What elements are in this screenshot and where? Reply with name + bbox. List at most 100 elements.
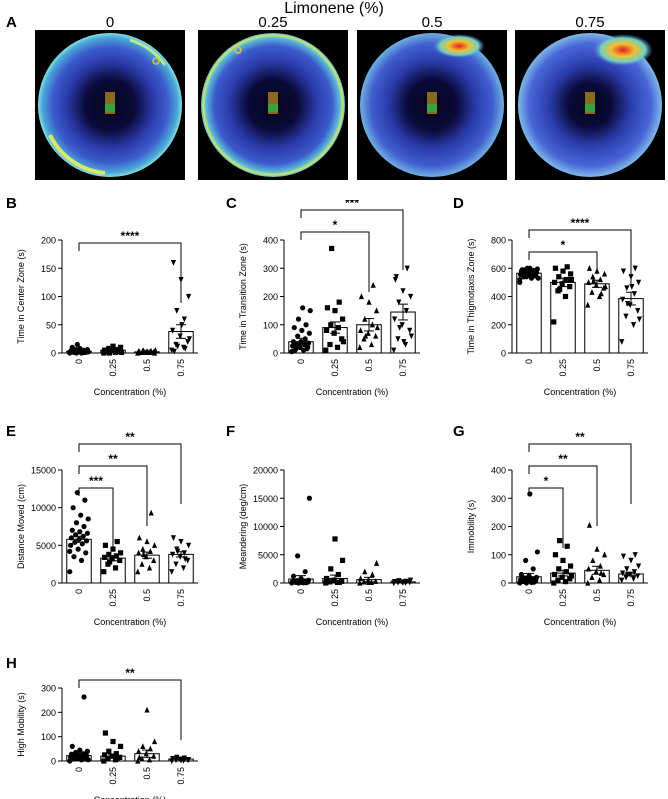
data-point	[401, 339, 407, 345]
data-point	[336, 579, 342, 586]
data-point	[77, 747, 83, 753]
data-point	[78, 557, 85, 563]
data-point	[182, 345, 188, 352]
data-point	[335, 571, 341, 578]
data-point	[366, 579, 372, 586]
data-point	[114, 348, 120, 354]
data-point	[357, 579, 363, 586]
data-point	[170, 535, 177, 541]
data-point	[146, 756, 153, 763]
data-point	[528, 269, 534, 276]
data-point	[396, 299, 402, 306]
data-point	[358, 293, 365, 300]
data-point	[567, 284, 573, 290]
x-tick-label: 0.75	[398, 359, 408, 377]
data-point	[586, 265, 593, 271]
data-point	[175, 343, 181, 350]
data-point	[552, 279, 558, 285]
data-point	[185, 293, 192, 300]
data-point	[339, 557, 346, 563]
data-point	[597, 562, 603, 569]
data-point	[552, 552, 559, 558]
x-tick-label: 0.75	[176, 359, 186, 377]
data-point	[112, 565, 119, 571]
significance-bracket	[528, 251, 598, 275]
data-point	[73, 520, 80, 526]
data-point	[69, 527, 75, 533]
data-point	[560, 557, 566, 563]
significance-bracket	[300, 231, 370, 292]
data-point	[295, 580, 302, 586]
significance-label: ****	[571, 216, 590, 230]
significance-label: *	[333, 218, 338, 232]
data-point	[101, 569, 107, 575]
data-point	[102, 730, 109, 736]
data-point	[519, 578, 525, 585]
data-point	[590, 557, 596, 563]
data-point	[186, 336, 192, 343]
data-point	[298, 575, 304, 582]
data-point	[298, 339, 304, 345]
data-point	[527, 491, 533, 497]
y-tick-label: 400	[491, 292, 506, 302]
y-tick-label: 300	[263, 264, 278, 274]
data-point	[303, 322, 309, 328]
y-tick-label: 100	[263, 320, 278, 330]
data-point	[374, 324, 380, 331]
data-point	[523, 580, 530, 586]
data-point	[620, 268, 627, 275]
data-point	[340, 339, 346, 345]
data-point	[586, 521, 593, 528]
data-point	[620, 553, 627, 560]
data-point	[144, 706, 150, 713]
y-tick-label: 0	[501, 579, 506, 589]
data-point	[102, 349, 109, 355]
data-point	[169, 569, 175, 575]
heatmap-025	[198, 30, 348, 180]
data-point	[396, 578, 402, 584]
data-point	[147, 745, 153, 752]
data-point	[148, 348, 154, 354]
data-point	[185, 757, 192, 763]
y-tick-label: 200	[491, 522, 506, 532]
data-point	[173, 561, 179, 568]
data-point	[589, 289, 595, 295]
x-tick-label: 0.5	[364, 359, 374, 372]
data-point	[407, 293, 414, 300]
y-tick-label: 0	[273, 349, 278, 359]
y-tick-label: 20000	[253, 466, 278, 476]
data-point	[290, 339, 297, 345]
data-point	[83, 538, 90, 544]
data-point	[113, 553, 119, 559]
x-tick-label: 0.5	[142, 767, 152, 780]
data-point	[151, 557, 157, 563]
data-point	[102, 542, 109, 548]
data-point	[585, 301, 591, 308]
data-point	[551, 319, 557, 325]
data-point	[73, 749, 79, 756]
data-point	[69, 743, 75, 749]
x-tick-label: 0	[74, 767, 84, 772]
data-point	[143, 553, 149, 560]
bar	[134, 554, 160, 584]
data-point	[291, 579, 297, 585]
data-point	[141, 551, 147, 557]
data-point	[177, 333, 183, 340]
significance-label: ****	[121, 229, 140, 243]
data-point	[328, 566, 334, 572]
data-point	[302, 336, 308, 342]
heatmap-075	[515, 30, 665, 180]
data-point	[114, 538, 120, 545]
data-point	[81, 523, 87, 530]
data-point	[295, 553, 301, 559]
data-point	[171, 348, 177, 355]
data-point	[107, 559, 113, 565]
data-point	[567, 563, 574, 569]
y-axis-label: Time in Transition Zone (s)	[238, 243, 248, 350]
data-point	[73, 755, 80, 762]
y-tick-label: 0	[501, 349, 506, 359]
data-point	[358, 327, 364, 333]
data-point	[551, 580, 557, 586]
